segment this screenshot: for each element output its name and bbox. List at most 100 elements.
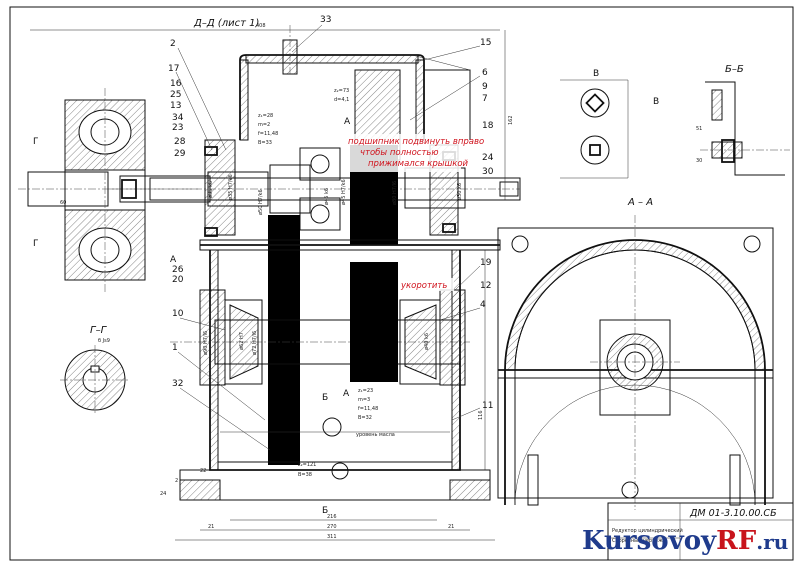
callout-26: 26	[172, 265, 184, 275]
svg-text:z₁=23: z₁=23	[358, 388, 373, 394]
callout-34: 34	[172, 113, 184, 123]
section-aa-title: А – А	[627, 197, 653, 208]
title-designation: ДМ 01-3.10.00.СБ	[689, 508, 777, 519]
dim-24: 24	[160, 491, 166, 497]
gear-params-upper: z₁=28 m=2 f=11,48 B=33	[258, 113, 278, 146]
svg-text:ø30 k6: ø30 k6	[457, 183, 463, 200]
svg-text:m=2: m=2	[258, 122, 270, 128]
callout-12: 12	[480, 281, 491, 291]
svg-text:ø62 H7: ø62 H7	[239, 332, 245, 350]
callout-10: 10	[172, 309, 184, 319]
callout-11: 11	[482, 401, 493, 411]
view-v-title: В	[593, 69, 599, 79]
svg-text:B=38: B=38	[298, 472, 312, 478]
callout-32: 32	[172, 379, 183, 389]
gear-params-bottom: z₂=121 B=38	[298, 462, 316, 478]
dim-51: 51	[696, 126, 702, 132]
callout-13: 13	[170, 101, 181, 111]
callout-30: 30	[482, 167, 494, 177]
svg-text:укоротить: укоротить	[400, 281, 447, 291]
dim-408: 408	[256, 23, 266, 29]
callout-4: 4	[480, 300, 486, 310]
dim-21-right: 21	[448, 524, 454, 530]
svg-text:ø35 k6: ø35 k6	[208, 181, 214, 198]
svg-text:ø90 H7/l6: ø90 H7/l6	[203, 331, 209, 355]
main-view-title: Д–Д (лист 1)	[193, 18, 259, 29]
svg-text:ø72 H7/l6: ø72 H7/l6	[252, 331, 258, 355]
callout-23: 23	[172, 123, 183, 133]
callout-33: 33	[320, 15, 331, 25]
view-v-side-title: В	[653, 97, 659, 107]
view-v: В В	[560, 69, 659, 179]
dim-311: 311	[327, 534, 337, 540]
callout-24: 24	[482, 153, 494, 163]
sheet-frame	[9, 6, 794, 561]
callout-25: 25	[170, 90, 181, 100]
svg-text:f=11,48: f=11,48	[258, 131, 278, 137]
callout-6: 6	[482, 68, 488, 78]
section-bb: Б–Б 51 30	[696, 64, 790, 176]
dim-60: 60	[60, 200, 66, 206]
fit-annotations: ø35 k6 ø35 H7/k6 ø50 H7/k6 ø45 H7/k6 ø45…	[203, 174, 463, 355]
svg-text:B=32: B=32	[358, 415, 372, 421]
svg-text:z₁=28: z₁=28	[258, 113, 273, 119]
callout-19: 19	[480, 258, 492, 268]
section-bb-title: Б–Б	[725, 64, 744, 75]
callout-15: 15	[480, 38, 491, 48]
svg-text:ø35 H7/k6: ø35 H7/k6	[228, 174, 234, 200]
section-mark-b-top: Б	[322, 393, 328, 403]
svg-text:z₂=121: z₂=121	[298, 462, 316, 468]
dim-30: 30	[696, 158, 702, 164]
dim-216: 216	[327, 514, 337, 520]
section-mark-g-top: Г	[33, 137, 39, 147]
callout-2: 2	[170, 39, 176, 49]
svg-text:ø80 H7/l6: ø80 H7/l6	[392, 181, 398, 205]
callout-17: 17	[168, 64, 179, 74]
gear-params-right-top: z₂=73 d=4,1	[334, 88, 349, 103]
svg-text:z₂=73: z₂=73	[334, 88, 349, 94]
section-gg-title: Г–Г	[90, 325, 108, 336]
callout-9: 9	[482, 82, 488, 92]
section-mark-a-bottom: А	[343, 389, 350, 399]
svg-text:m=3: m=3	[358, 397, 370, 403]
callout-20: 20	[172, 275, 184, 285]
callout-29: 29	[174, 149, 186, 159]
dim-162: 162	[508, 115, 514, 125]
dim-116: 116	[478, 410, 484, 420]
svg-text:ø40 k6: ø40 k6	[424, 333, 430, 350]
svg-text:ø45 H7/k6: ø45 H7/k6	[341, 179, 347, 205]
section-mark-g-bottom: Г	[33, 239, 39, 249]
svg-text:d=4,1: d=4,1	[334, 97, 349, 103]
dim-21-left: 21	[208, 524, 214, 530]
gear-params-lower: z₁=23 m=3 f=11,48 B=32	[358, 388, 378, 421]
pulley-view: Г Г 60	[18, 88, 211, 292]
title-block: ДМ 01-3.10.00.СБ Редуктор цилиндрический…	[607, 502, 794, 561]
section-gg: Г–Г б Js9	[60, 325, 130, 415]
svg-text:ø50 H7/k6: ø50 H7/k6	[258, 189, 264, 215]
watermark-suffix: .ru	[756, 530, 789, 554]
callout-16: 16	[170, 79, 182, 89]
main-section-view: Д–Д (лист 1) 408	[30, 18, 521, 541]
dim-270: 270	[327, 524, 337, 530]
callout-1: 1	[172, 343, 178, 353]
callout-7: 7	[482, 94, 488, 104]
oil-level-label: уровень масла	[356, 432, 395, 438]
svg-text:B=33: B=33	[258, 140, 272, 146]
watermark-logo: KursovoyRF.ru	[582, 526, 788, 556]
review-note-shorten: укоротить	[398, 278, 454, 291]
callout-28: 28	[174, 137, 186, 147]
dim-22: 22	[200, 468, 206, 474]
dim-2: 2	[175, 478, 178, 484]
watermark-rf: RF	[716, 526, 757, 556]
section-mark-a-top: А	[344, 117, 351, 127]
svg-text:f=11,48: f=11,48	[358, 406, 378, 412]
watermark-brand: Kursovoy	[582, 526, 717, 556]
key-width-label: б Js9	[98, 338, 110, 344]
title-doc: Сборочный чертеж	[612, 537, 663, 544]
svg-text:ø45 k6: ø45 k6	[324, 188, 330, 205]
position-callouts: 33 2 17 16 25 13 34 23 28 29 26 20 10 1 …	[168, 15, 494, 451]
